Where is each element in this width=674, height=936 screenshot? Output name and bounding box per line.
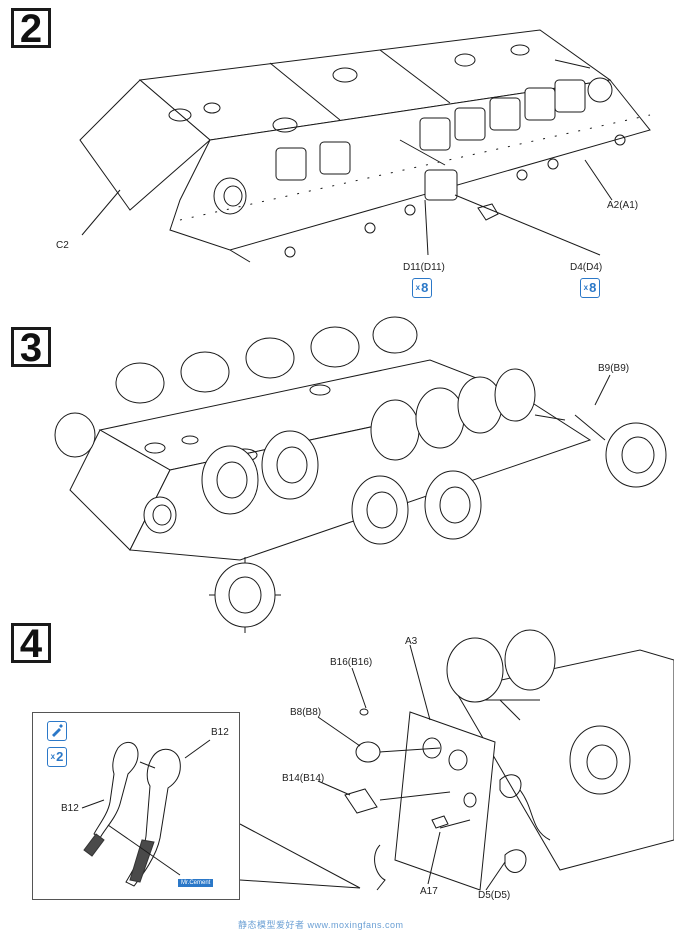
paint-brush-icon [47,721,67,741]
quantity-value: 8 [589,280,597,295]
part-label-b14: B14(B14) [282,773,325,784]
step-number-2: 2 [11,8,51,49]
paint-brush-glyph [52,724,63,737]
times-glyph: x [415,283,421,292]
cement-badge: Mr.Cement [178,879,214,887]
part-label-b8: B8(B8) [290,707,322,718]
part-label-b16: B16(B16) [330,657,373,668]
part-label-b9: B9(B9) [598,363,630,374]
times-glyph: x [583,283,589,292]
part-label-b12-top: B12 [211,727,229,738]
step-number-4: 4 [11,623,51,664]
quantity-value: 2 [56,749,64,764]
quantity-badge-d11: x8 [412,278,432,298]
part-label-d4: D4(D4) [570,262,603,273]
part-label-a2: A2(A1) [607,200,639,211]
quantity-value: 8 [421,280,429,295]
quantity-badge-b12: x2 [47,747,67,767]
quantity-badge-d4: x8 [580,278,600,298]
step4-rear-drawing [239,629,674,891]
part-label-b12-left: B12 [61,803,79,814]
part-label-c2: C2 [56,240,69,251]
callout-tool-drawing [81,739,211,887]
step-number-3: 3 [11,327,51,368]
part-label-a3: A3 [405,636,418,647]
part-label-a17: A17 [420,886,438,897]
watermark: 静态模型爱好者 www.moxingfans.com [238,920,404,930]
detail-callout-box: x2 B12 B12 Mr.Cement [32,712,240,900]
step2-hull-drawing [79,29,651,263]
times-glyph: x [50,752,56,761]
part-label-d5: D5(D5) [478,890,511,901]
part-label-d11: D11(D11) [403,262,445,273]
step3-hull-drawing [54,316,667,633]
